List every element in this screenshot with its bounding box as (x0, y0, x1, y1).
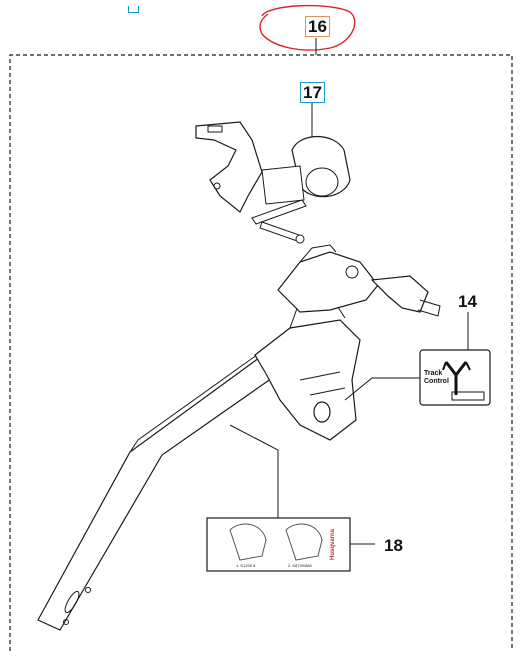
assembly-boundary (9, 54, 513, 651)
decal-18-brand: Husqvarna (330, 528, 336, 560)
bracket-tube (313, 401, 331, 423)
handle-hole-1 (85, 587, 91, 593)
decal-18-caption-1: 1. K1200 8 (236, 563, 256, 568)
upper-bracket (195, 121, 263, 213)
lever (370, 275, 429, 313)
handle-slot (64, 590, 80, 614)
corner-marker (128, 6, 139, 13)
decal-14-line1: Track (424, 370, 443, 377)
callout-18[interactable]: 18 (384, 536, 403, 555)
callout-14[interactable]: 14 (458, 292, 477, 311)
callout-16[interactable]: 16 (305, 16, 330, 37)
decal-14-line2: Control (424, 378, 449, 385)
decal-18 (206, 517, 351, 572)
clamp (277, 251, 379, 313)
handle-hole-2 (63, 619, 69, 625)
decal-18-caption-2: 2. K8700/880 (288, 563, 312, 568)
leader-14-h (344, 377, 420, 401)
leader-18-up (229, 424, 279, 518)
highlight-ring (259, 4, 356, 51)
handle-bar (37, 349, 297, 631)
track-arrow-icon (444, 361, 468, 395)
pin (251, 199, 307, 225)
callout-17[interactable]: 17 (300, 82, 325, 103)
main-bracket (254, 319, 361, 441)
